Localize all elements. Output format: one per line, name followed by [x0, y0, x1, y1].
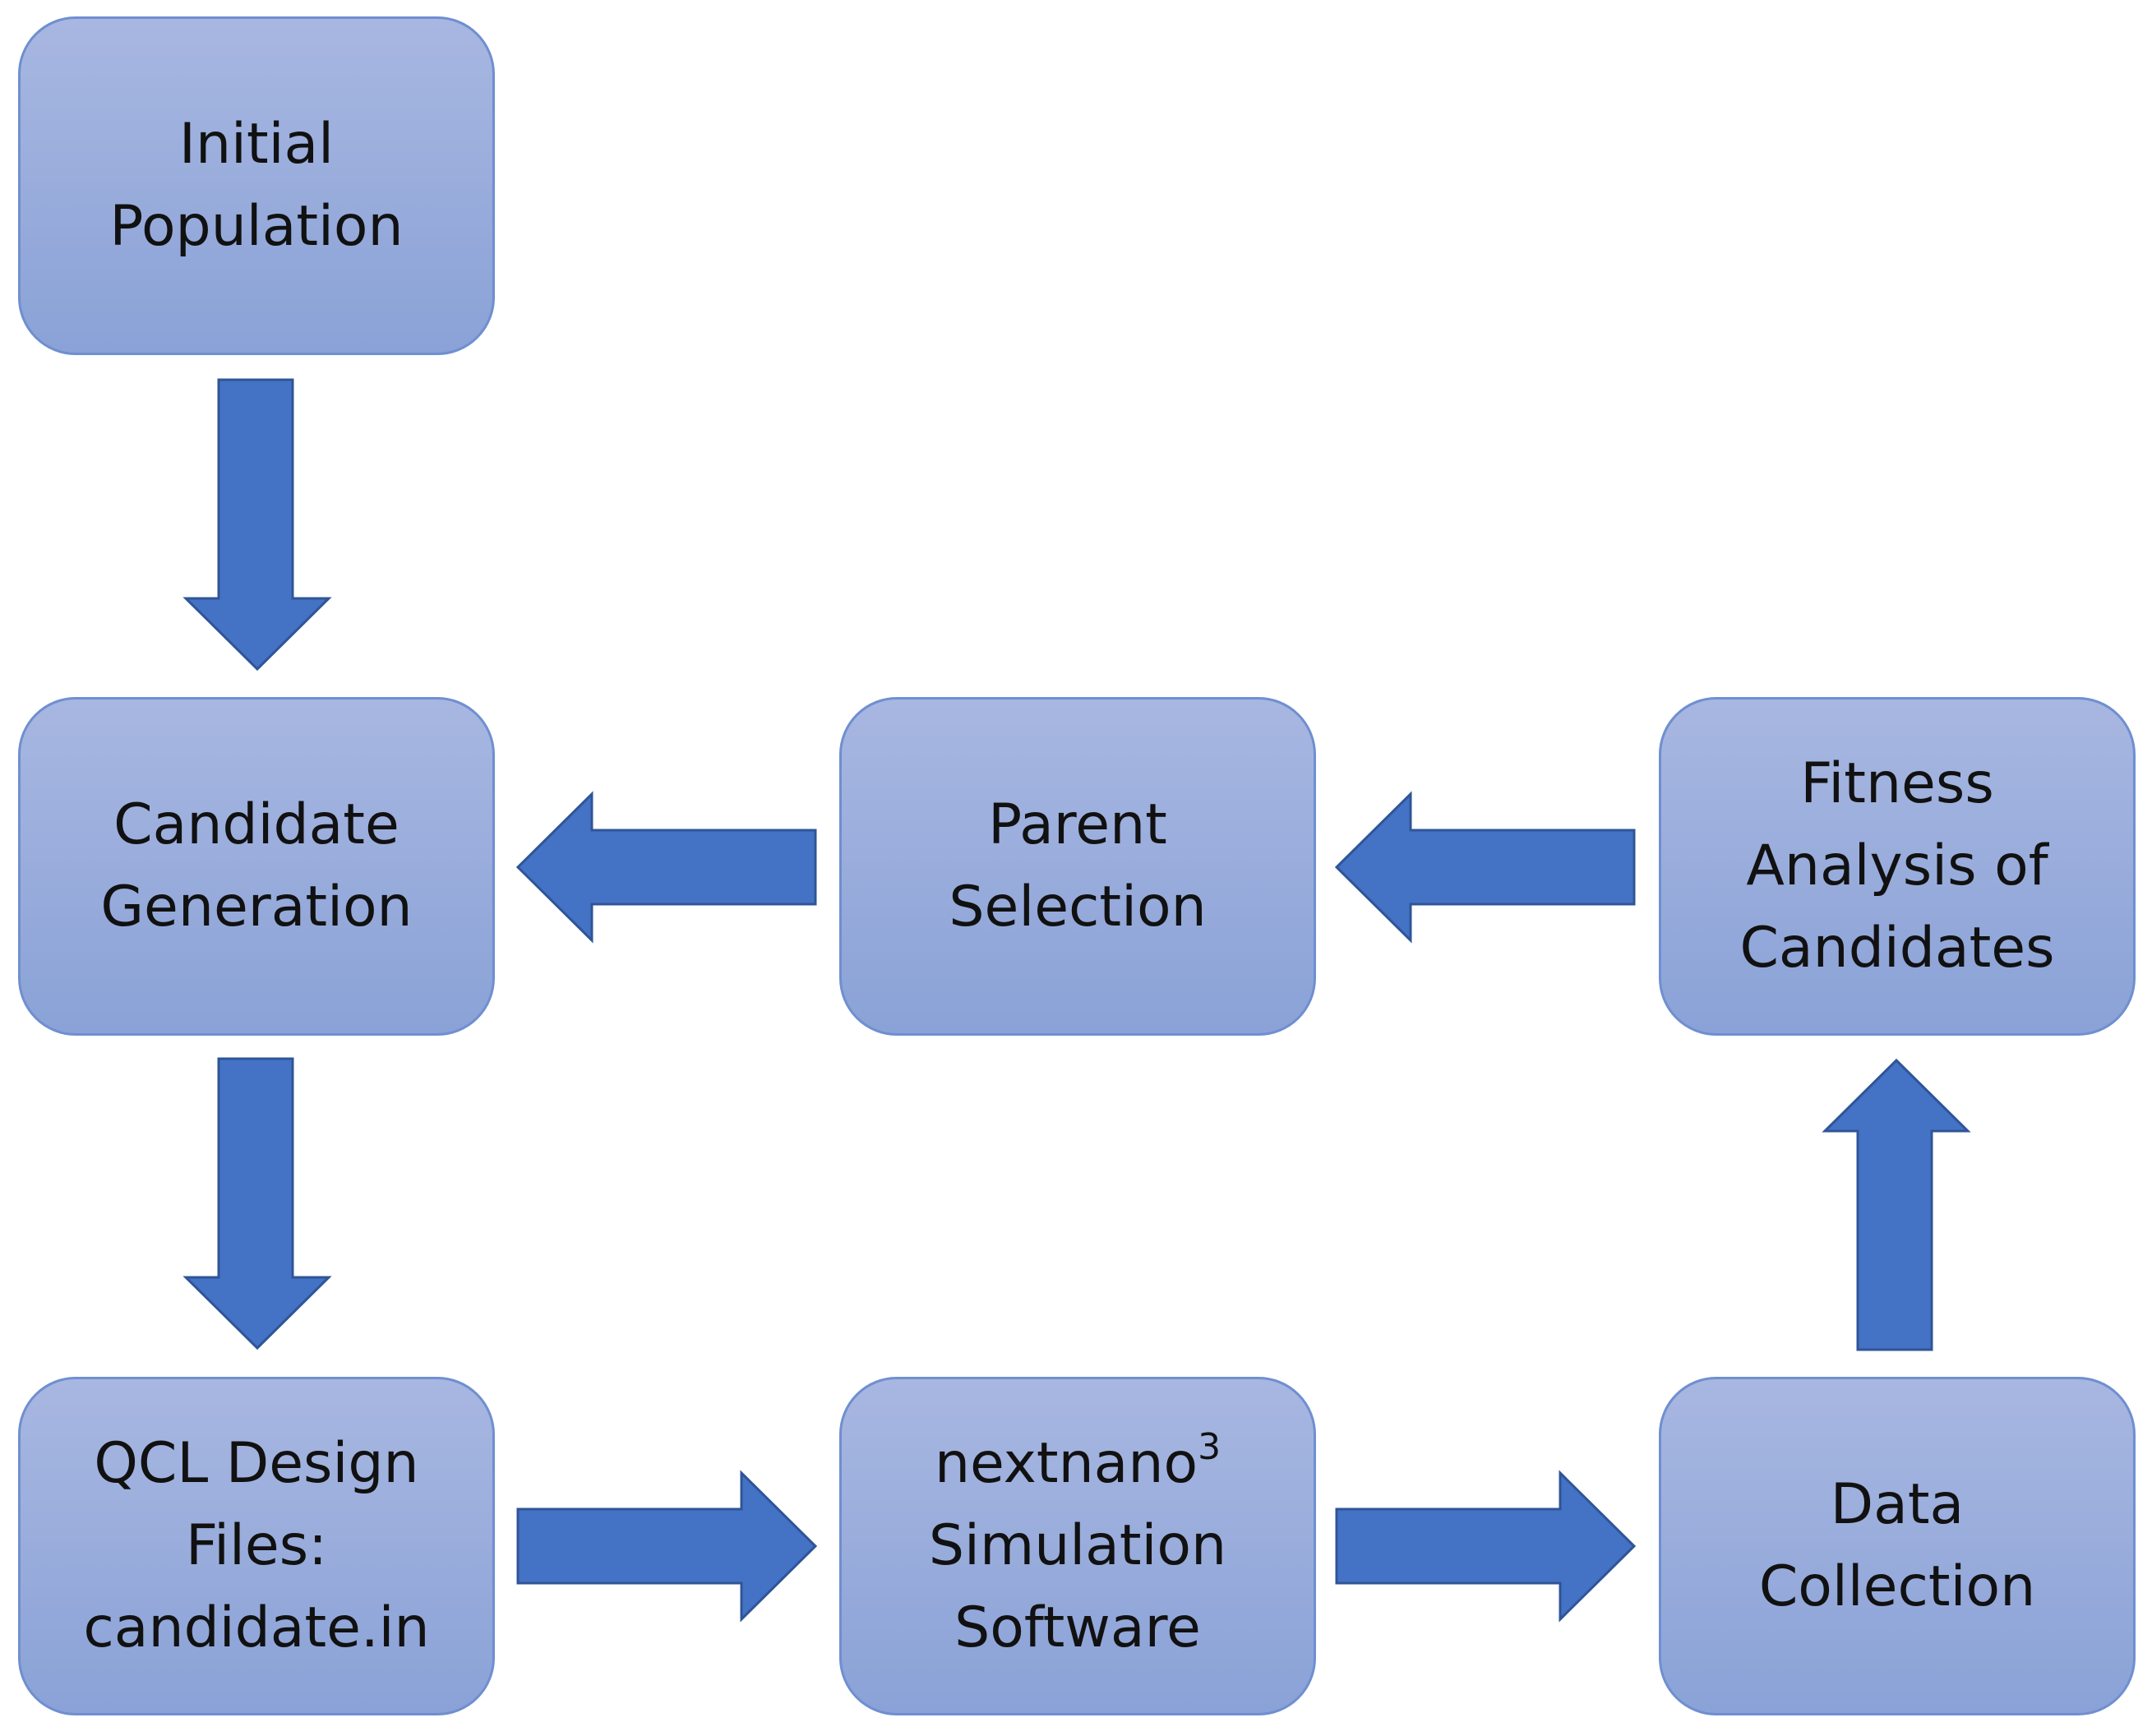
node-label-line: Initial [178, 112, 335, 177]
node-label-line: nextnano3 [929, 1423, 1226, 1505]
node-label: QCL Design Files: candidate.in [83, 1423, 429, 1669]
node-label-line: candidate.in [83, 1595, 430, 1660]
nextnano-name: nextnano [934, 1431, 1198, 1496]
node-label-line: Generation [100, 875, 413, 940]
arrow-right-icon [1335, 1470, 1637, 1623]
node-label: Candidate Generation [100, 784, 412, 949]
node-label-line: Analysis of [1746, 833, 2048, 898]
arrow-down-icon [182, 1057, 332, 1350]
node-label: Fitness Analysis of Candidates [1739, 743, 2054, 990]
node-label-line: QCL Design [94, 1431, 419, 1496]
arrow-left-icon [515, 791, 817, 944]
node-label-line: Simulation [928, 1513, 1227, 1578]
node-qcl-design-files: QCL Design Files: candidate.in [18, 1377, 495, 1715]
node-fitness-analysis: Fitness Analysis of Candidates [1659, 697, 2136, 1036]
node-label-line: Fitness [1800, 751, 1994, 816]
node-data-collection: Data Collection [1659, 1377, 2136, 1715]
node-label-line: Selection [949, 875, 1207, 940]
node-label-line: Candidate [113, 792, 399, 857]
node-label-line: Parent [988, 792, 1167, 857]
node-label-line: Candidates [1739, 916, 2055, 981]
arrow-down-icon [182, 378, 332, 672]
node-label-line: Data [1830, 1472, 1965, 1537]
node-parent-selection: Parent Selection [839, 697, 1316, 1036]
arrow-left-icon [1334, 791, 1636, 944]
arrow-up-icon [1822, 1058, 1971, 1351]
node-label: Data Collection [1759, 1464, 2035, 1628]
arrow-right-icon [516, 1470, 818, 1623]
node-label: Initial Population [109, 104, 403, 268]
node-label: Parent Selection [949, 784, 1206, 949]
node-label-line: Population [109, 194, 404, 259]
node-label-line: Collection [1758, 1554, 2036, 1619]
nextnano-superscript: 3 [1198, 1426, 1221, 1468]
node-label: nextnano3 Simulation Software [929, 1423, 1226, 1669]
node-initial-population: Initial Population [18, 16, 495, 355]
node-nextnano-simulation: nextnano3 Simulation Software [839, 1377, 1316, 1715]
node-label-line: Software [954, 1595, 1201, 1660]
node-label-line: Files: [185, 1513, 328, 1578]
node-candidate-generation: Candidate Generation [18, 697, 495, 1036]
